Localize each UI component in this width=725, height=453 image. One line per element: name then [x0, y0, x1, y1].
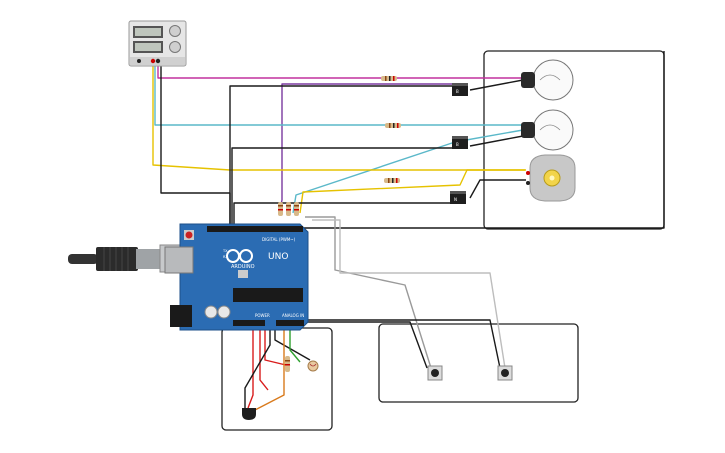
analog-header-label: ANALOG IN [282, 313, 304, 318]
svg-text:N: N [454, 197, 457, 202]
wire-black-3 [233, 202, 453, 225]
temperature-sensor [242, 408, 256, 420]
wire-red-ldr [259, 322, 269, 391]
wire-black-btn2 [305, 319, 501, 369]
wire-black-temp [244, 322, 271, 408]
resistor [286, 202, 291, 216]
wire-black-rail [234, 51, 665, 229]
dc-motor [526, 154, 576, 202]
power-header-label: POWER [255, 313, 270, 318]
sensor-enclosure [221, 327, 333, 431]
resistor [285, 356, 290, 372]
pushbutton [427, 365, 443, 381]
wires [152, 51, 665, 411]
wire-red-2 [264, 322, 291, 367]
arduino-logo [226, 249, 253, 263]
power-supply [128, 20, 187, 67]
atmega-chip [233, 288, 303, 302]
resistor [385, 123, 401, 128]
wire-orange [254, 322, 285, 411]
button-enclosure [378, 323, 579, 403]
rx-label: RX [223, 255, 228, 259]
digital-header-label: DIGITAL (PWM~) [262, 237, 296, 242]
power-header [233, 320, 265, 326]
wire-black-bulb2 [469, 135, 524, 147]
wire-black-gnd [160, 63, 231, 225]
bulb [521, 109, 574, 151]
transistor: B [452, 83, 468, 96]
wire-yellow-supply [152, 63, 525, 171]
resistor [294, 202, 299, 216]
resistor [278, 202, 283, 216]
wire-red-temp [247, 322, 254, 409]
wire-grey-button1 [305, 216, 432, 369]
wire-black-motor [469, 179, 526, 199]
wire-black-bulb1 [469, 79, 524, 91]
arduino-board: ARDUINO UNO DIGITAL (PWM~) ANALOG IN POW… [164, 223, 309, 331]
tx-label: TX [222, 249, 228, 253]
photoresistor [307, 360, 319, 372]
wire-black-1 [229, 85, 453, 225]
transistor: B [452, 136, 468, 149]
svg-text:B: B [456, 142, 459, 147]
resistor [381, 76, 397, 81]
digital-header [207, 226, 303, 232]
wire-black-2 [231, 147, 453, 225]
svg-text:B: B [456, 89, 459, 94]
wire-yellow-motor [299, 169, 526, 214]
bulb [521, 59, 574, 101]
analog-header [276, 320, 304, 326]
resistors [278, 76, 401, 372]
resistor [384, 178, 400, 183]
wire-magenta-supply [157, 63, 531, 81]
wire-green [289, 322, 301, 363]
wire-white-button2 [312, 219, 506, 369]
arduino-model-text: UNO [268, 252, 288, 262]
pushbuttons [427, 365, 513, 381]
wire-black-btn1 [300, 321, 428, 369]
transistor: N [450, 191, 466, 204]
pushbutton [497, 365, 513, 381]
bulbs [521, 59, 574, 151]
arduino-brand-text: ARDUINO [231, 264, 255, 270]
transistors: B B N [450, 83, 468, 204]
